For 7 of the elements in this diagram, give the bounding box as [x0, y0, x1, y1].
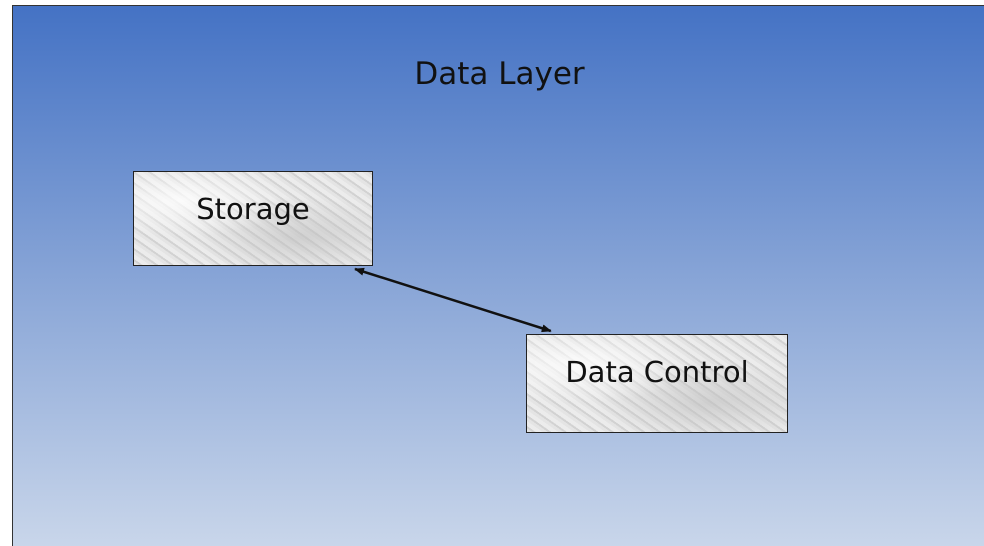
process-box	[526, 334, 788, 433]
layer-title: Data Layer	[413, 56, 586, 92]
box-label: Data Control	[565, 355, 749, 389]
layer-panel	[12, 5, 984, 546]
arrow	[354, 268, 552, 332]
process-box	[133, 171, 373, 266]
box-label: Storage	[196, 192, 310, 226]
